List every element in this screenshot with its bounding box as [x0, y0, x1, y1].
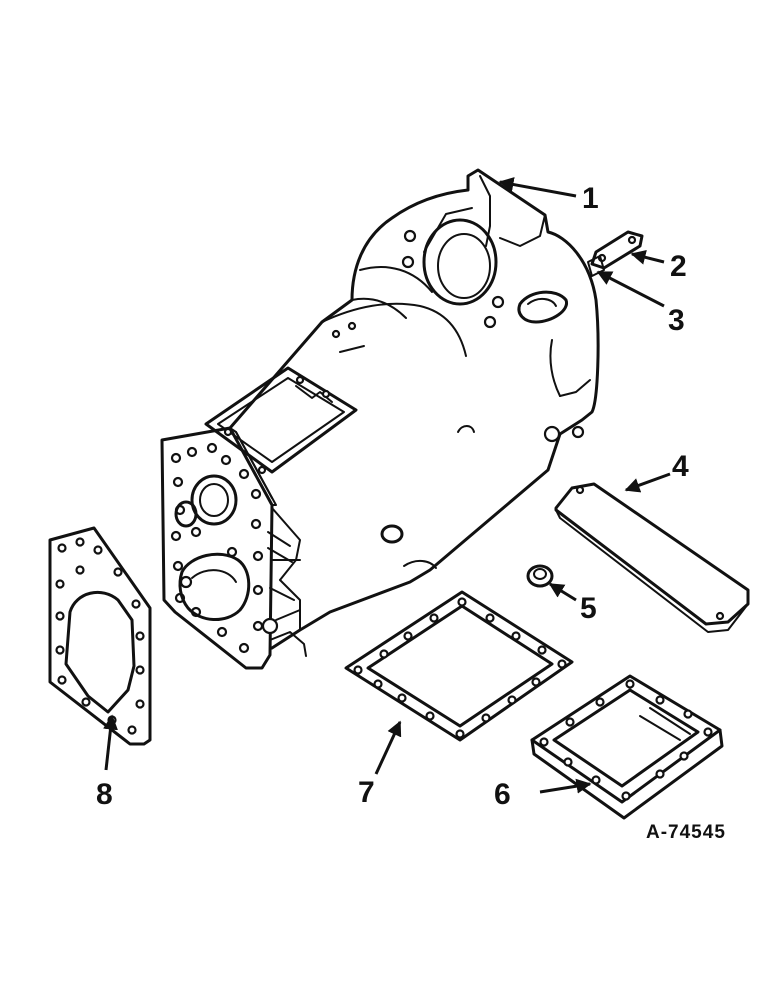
flange-lower-opening — [178, 552, 251, 622]
callout-8: 8 — [96, 778, 113, 811]
callout-2: 2 — [670, 250, 687, 283]
callout-4: 4 — [672, 450, 689, 483]
callout-5: 5 — [580, 592, 597, 625]
part-8-gasket — [48, 526, 152, 746]
rear-bearing-bore — [422, 218, 498, 306]
callout-1: 1 — [582, 182, 599, 215]
leader-2 — [630, 249, 665, 265]
flange-holes — [170, 442, 264, 654]
housing-body-outline — [228, 168, 600, 650]
callout-3: 3 — [668, 304, 685, 337]
leader-8 — [103, 714, 118, 771]
drawing-number: A-74545 — [646, 822, 726, 843]
leader-5 — [548, 582, 577, 602]
callout-6: 6 — [494, 778, 511, 811]
part-5-plug — [526, 564, 554, 588]
front-flange-plate — [160, 426, 274, 670]
leader-6 — [539, 778, 592, 794]
top-access-opening — [204, 366, 358, 474]
part-4-cover-plate — [554, 482, 750, 633]
flange-bore — [190, 474, 238, 526]
leader-arrows — [103, 177, 671, 794]
callout-7: 7 — [358, 776, 375, 809]
part-3-gasket — [587, 255, 605, 277]
leader-7 — [374, 720, 402, 775]
part-6-cover — [530, 674, 724, 820]
side-boss — [517, 290, 569, 324]
part-2-cover-plate — [590, 230, 644, 270]
leader-4 — [624, 472, 671, 493]
part-7-gasket — [344, 590, 574, 742]
leader-1 — [498, 177, 577, 198]
leader-3 — [596, 270, 665, 308]
transmission-housing — [160, 168, 600, 670]
